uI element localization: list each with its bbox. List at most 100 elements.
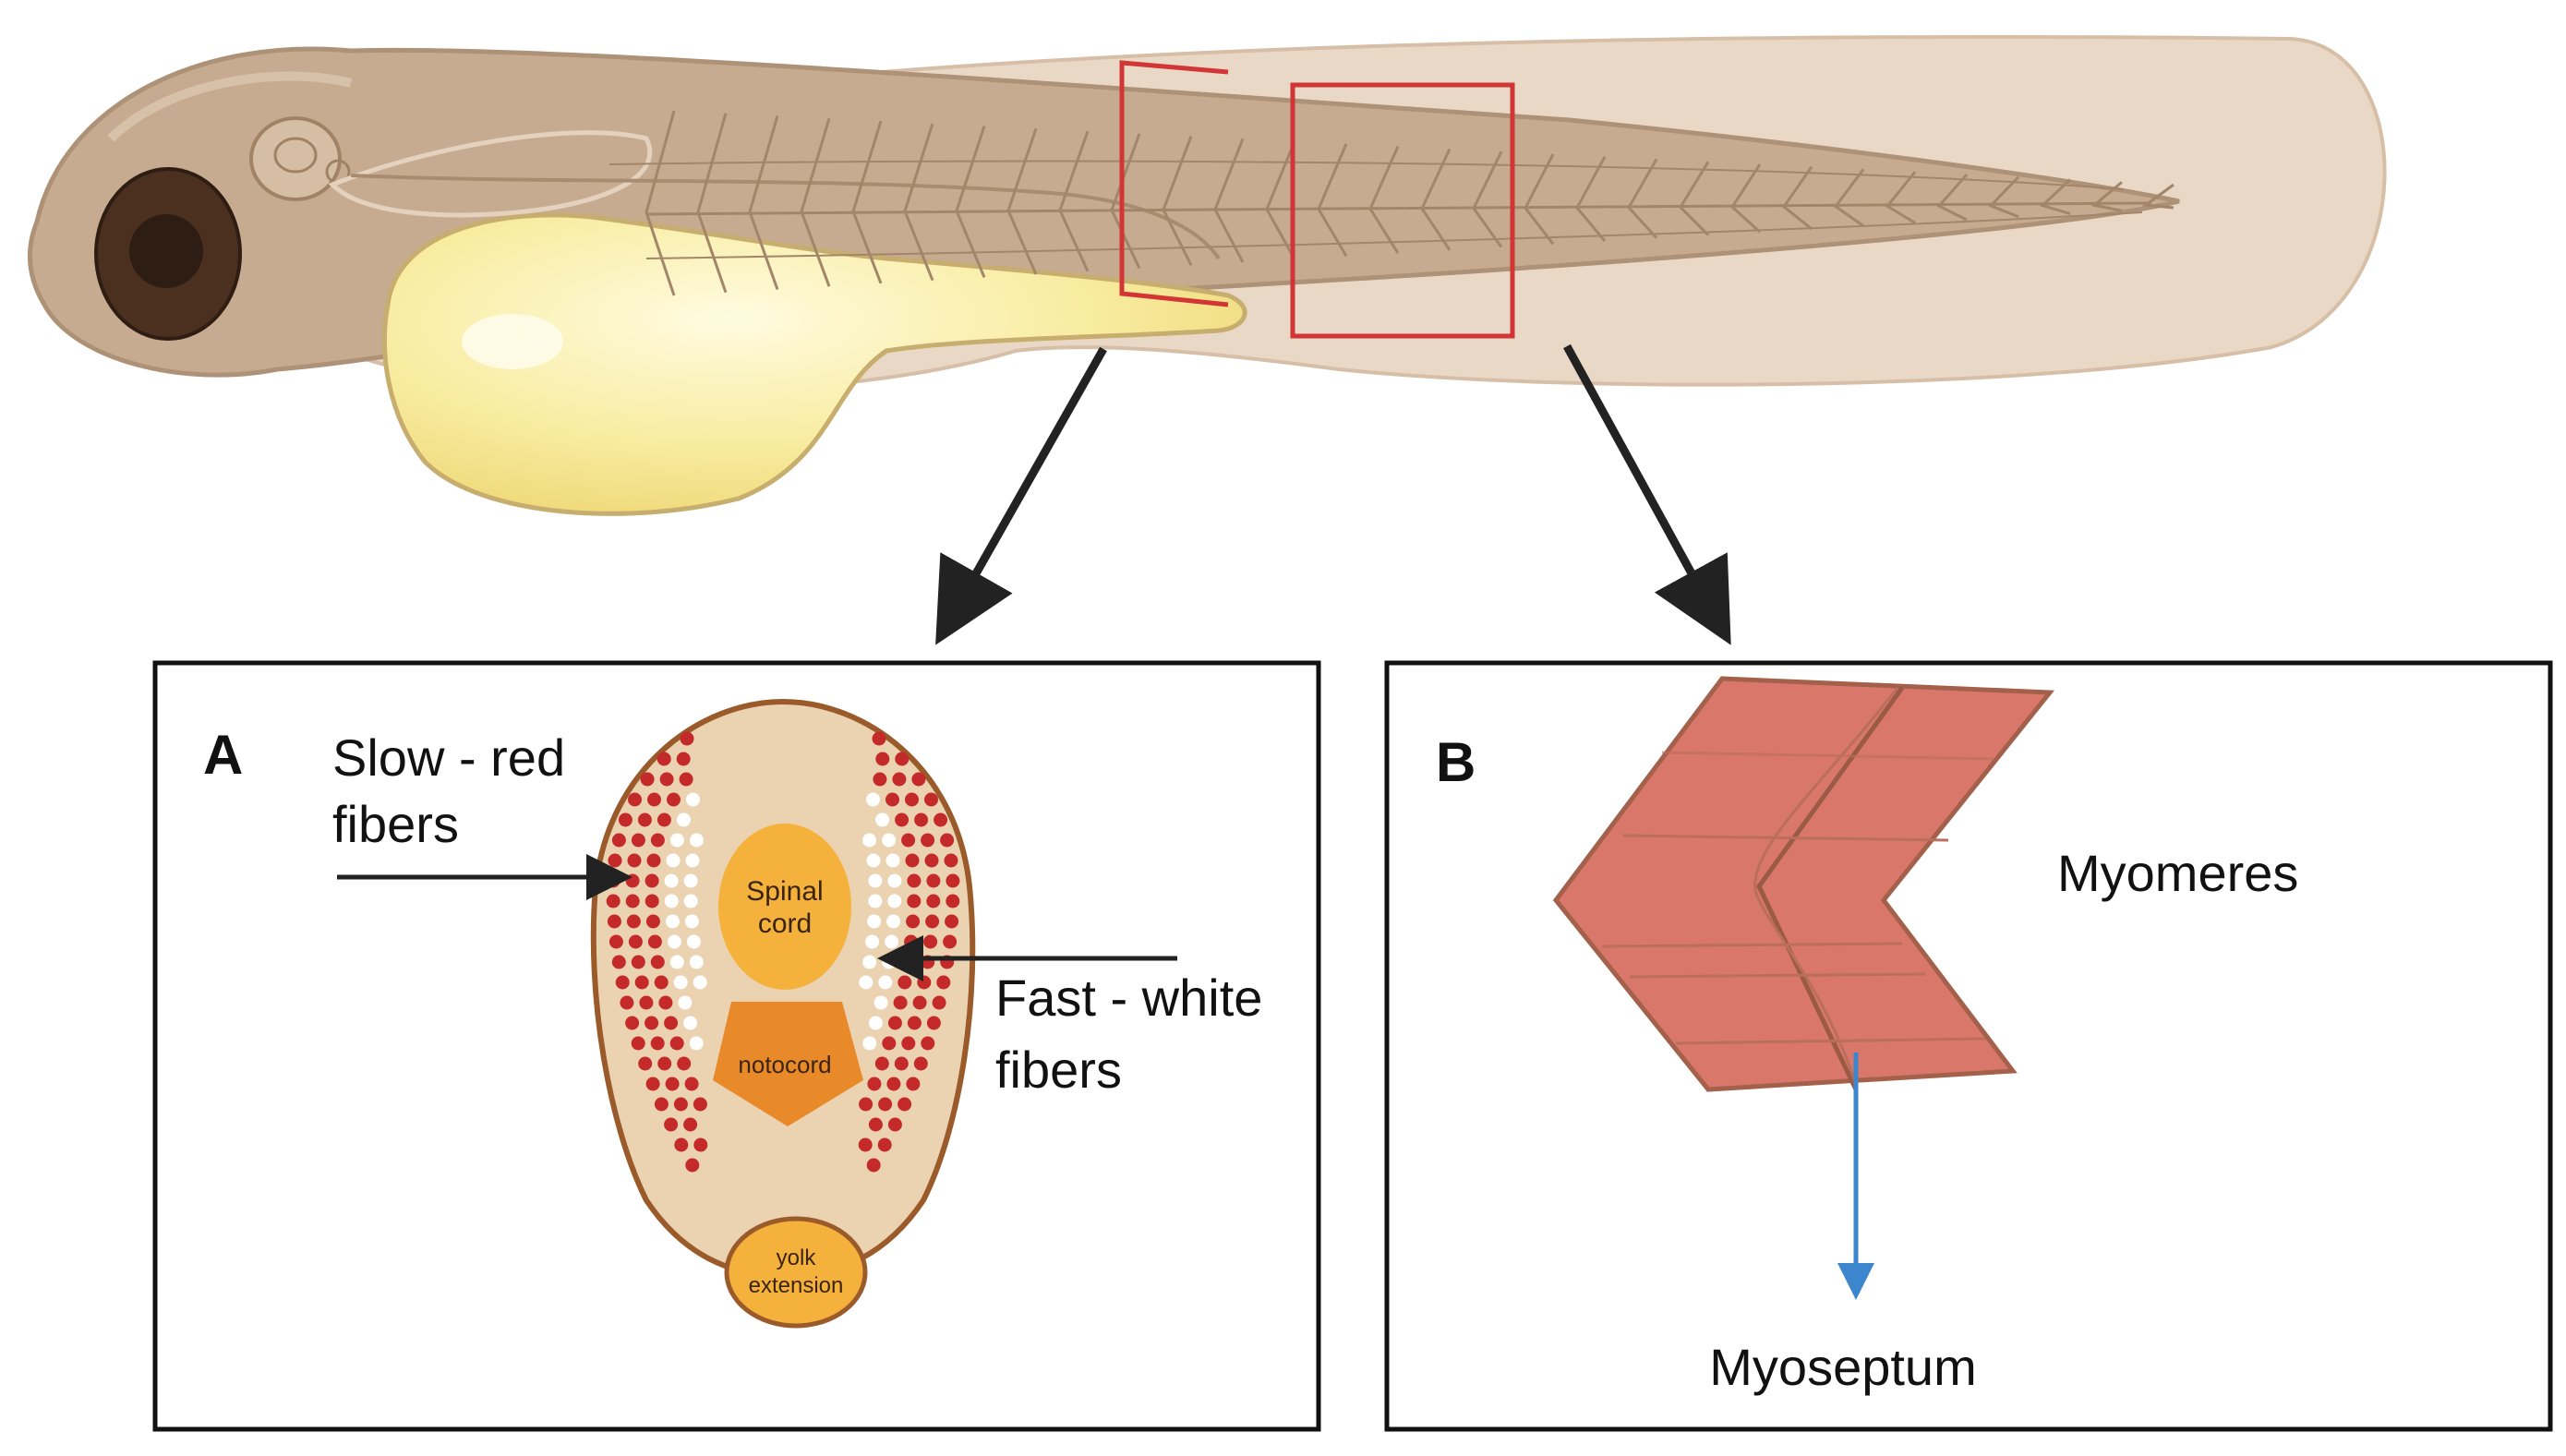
slow-red-fiber	[887, 1117, 902, 1132]
slow-red-fiber	[645, 1077, 660, 1091]
myomere-highlight-box	[1290, 82, 1515, 339]
fast-white-fiber	[868, 873, 883, 888]
slow-red-fiber	[685, 1158, 700, 1173]
slow-fibers-label-line2: fibers	[332, 795, 459, 853]
fast-white-fiber	[673, 975, 688, 990]
slow-red-fiber	[647, 792, 661, 807]
slow-fibers-label-line1: Slow - red	[332, 728, 565, 787]
fast-white-fiber	[669, 955, 684, 969]
slow-red-fiber	[866, 1158, 881, 1173]
slow-red-fiber	[867, 1077, 882, 1091]
slow-red-fiber	[940, 833, 955, 848]
slow-red-fiber	[650, 1036, 665, 1051]
slow-red-fiber	[901, 833, 916, 848]
fast-white-fiber	[873, 995, 888, 1010]
slow-red-fiber	[897, 1097, 912, 1112]
fast-white-fiber	[666, 853, 681, 868]
slow-red-fiber	[907, 894, 922, 908]
fast-white-fiber	[862, 833, 877, 848]
slow-red-fiber	[638, 1056, 653, 1071]
slow-red-fiber	[946, 894, 960, 908]
slow-red-fiber	[874, 1056, 889, 1071]
slow-red-fiber	[684, 1077, 699, 1091]
slow-red-fiber	[877, 1137, 892, 1152]
somite-chevron	[748, 115, 779, 290]
fast-white-fiber	[887, 873, 902, 888]
fast-white-fiber	[878, 975, 893, 990]
slow-red-fiber	[628, 792, 642, 807]
slow-red-fiber	[657, 812, 671, 827]
yolk-sac	[381, 212, 1247, 516]
slow-red-fiber	[885, 792, 899, 807]
slow-red-fiber	[659, 772, 674, 787]
slow-red-fiber	[647, 934, 662, 949]
fast-white-fiber	[859, 975, 873, 990]
slow-red-fiber	[926, 873, 941, 888]
somite-chevron	[1936, 173, 1969, 222]
slow-red-fiber	[905, 853, 920, 868]
fast-white-fiber	[683, 1016, 698, 1030]
myomeres-label: Myomeres	[2057, 844, 2298, 902]
slow-red-fiber	[911, 772, 926, 787]
zebrafish-larva	[27, 35, 2387, 516]
slow-red-fiber	[693, 1137, 708, 1152]
gut	[350, 174, 1221, 260]
somite-chevron	[2141, 183, 2174, 210]
slow-red-fiber	[893, 995, 908, 1010]
somite-chevron	[645, 110, 676, 296]
slow-red-fiber	[657, 752, 671, 766]
slow-red-fiber	[895, 752, 910, 766]
myomere-chevrons	[1552, 676, 2055, 1092]
notochord	[713, 1002, 863, 1126]
slow-red-fiber	[674, 1137, 689, 1152]
slow-red-fiber	[646, 853, 661, 868]
slow-red-fiber	[640, 772, 655, 787]
slow-red-fiber	[667, 792, 681, 807]
pectoral-fin	[328, 130, 653, 218]
slow-red-fiber	[921, 1036, 935, 1051]
panel-b-letter: B	[1436, 731, 1476, 793]
slow-red-fiber	[645, 894, 659, 908]
slow-red-fiber	[631, 833, 645, 848]
slow-red-fiber	[611, 955, 626, 969]
spinal-cord	[718, 824, 851, 990]
myoseptum-label: Myoseptum	[1709, 1338, 1976, 1396]
slow-red-fiber	[676, 752, 691, 766]
slow-red-fiber	[901, 1036, 916, 1051]
slow-red-fiber	[907, 873, 922, 888]
slow-red-fiber	[882, 1036, 897, 1051]
slow-red-fiber	[650, 833, 665, 848]
slow-red-fiber	[943, 934, 958, 949]
slow-red-fiber	[625, 1016, 640, 1030]
slow-red-fiber	[631, 1036, 645, 1051]
fast-fibers-label-line2: fibers	[995, 1041, 1122, 1099]
slow-red-fiber	[858, 1137, 873, 1152]
fast-white-fiber	[693, 975, 707, 990]
spinal-cord-label-line2: cord	[758, 908, 812, 939]
slow-red-fiber	[944, 853, 958, 868]
fast-fibers-label-line1: Fast - white	[995, 969, 1262, 1027]
pointer-arrow-to-b	[1563, 343, 1731, 645]
slow-red-fiber	[946, 873, 960, 888]
fast-white-fiber	[667, 934, 681, 949]
slow-red-fiber	[907, 1016, 922, 1030]
fast-white-fiber	[664, 894, 679, 908]
panel-a: A Spinal cord notocord yolk extension Sl…	[152, 660, 1321, 1432]
slow-red-fiber	[618, 812, 632, 827]
slow-red-fiber	[639, 995, 654, 1010]
slow-red-fiber	[913, 1056, 928, 1071]
yolk-extension-label-line2: extension	[749, 1273, 844, 1298]
fast-white-fiber	[669, 833, 684, 848]
fast-white-fiber	[875, 812, 890, 827]
slow-red-fiber	[657, 1056, 672, 1071]
fast-white-fiber	[683, 873, 698, 888]
slow-red-fiber	[654, 1097, 669, 1112]
slow-red-fiber	[631, 955, 645, 969]
slow-red-fiber	[627, 853, 642, 868]
slow-red-fiber	[615, 975, 630, 990]
panel-b: B Myomeres Myoseptum	[1384, 660, 2553, 1432]
slow-red-fiber	[637, 812, 652, 827]
somite-chevron	[1988, 175, 2020, 219]
fast-white-fiber	[885, 853, 900, 868]
